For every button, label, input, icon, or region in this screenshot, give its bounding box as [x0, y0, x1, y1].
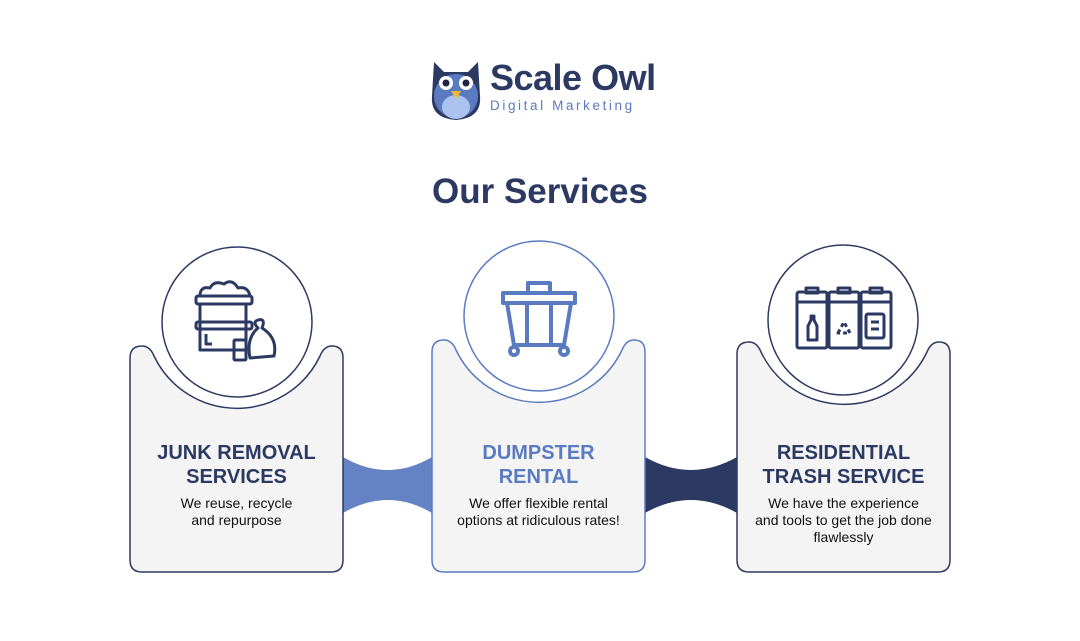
- card-3-shape: [736, 341, 951, 573]
- service-title-line1: DUMPSTER: [482, 442, 595, 464]
- service-description: We offer flexible rental options at ridi…: [457, 495, 620, 528]
- dumpster-icon: [501, 281, 577, 357]
- service-title-line2: SERVICES: [186, 466, 287, 488]
- service-card-residential-trash: RESIDENTIAL TRASH SERVICE We have the ex…: [737, 441, 950, 546]
- junk-bin-icon: [194, 280, 277, 362]
- service-title-line2: TRASH SERVICE: [762, 466, 925, 488]
- service-description: We have the experience and tools to get …: [755, 495, 932, 545]
- service-title-line1: RESIDENTIAL: [776, 442, 911, 464]
- brand-name: Scale Owl: [490, 57, 656, 98]
- service-card-junk-removal: JUNK REMOVAL SERVICES We reuse, recycle …: [130, 441, 343, 529]
- connector-2: [645, 457, 737, 513]
- brand-logo[interactable]: Scale Owl Digital Marketing: [490, 58, 656, 114]
- service-title-line1: JUNK REMOVAL: [157, 442, 316, 464]
- card-1-shape: [129, 345, 344, 573]
- service-title-line2: RENTAL: [498, 466, 579, 488]
- page-title: Our Services: [432, 172, 648, 211]
- owl-logo-icon: [431, 62, 481, 120]
- card-3-icon-circle: [767, 244, 919, 396]
- service-card-dumpster-rental: DUMPSTER RENTAL We offer flexible rental…: [432, 441, 645, 529]
- card-2-icon-circle: [463, 240, 615, 392]
- brand-tagline: Digital Marketing: [490, 98, 635, 113]
- connector-1: [343, 457, 432, 513]
- card-2-shape: [431, 339, 646, 573]
- recycling-bins-icon: [795, 286, 893, 350]
- service-description: We reuse, recycle and repurpose: [180, 495, 293, 528]
